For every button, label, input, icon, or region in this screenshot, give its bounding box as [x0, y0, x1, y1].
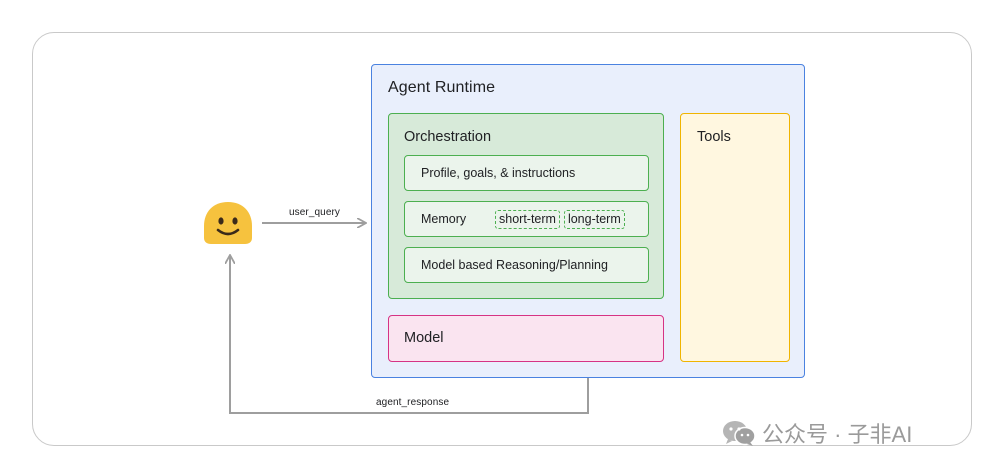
tools-box: Tools [680, 113, 790, 362]
long-term-tag: long-term [563, 209, 625, 229]
user-query-label: user_query [289, 207, 341, 218]
orchestration-box: Orchestration Profile, goals, & instruct… [388, 113, 664, 299]
agent-runtime-box: Agent Runtime Orchestration Profile, goa… [371, 64, 805, 378]
watermark-text: 公众号 · 子非AI [762, 422, 913, 447]
profile-goals-box: Profile, goals, & instructions [404, 155, 649, 191]
agent-response-arrow [230, 256, 589, 414]
reasoning-planning-box: Model based Reasoning/Planning [404, 247, 649, 283]
agent-runtime-title: Agent Runtime [388, 79, 496, 96]
model-title: Model [404, 330, 444, 346]
agent-response-label: agent_response [376, 397, 450, 408]
tools-title: Tools [697, 129, 731, 145]
model-box: Model [388, 315, 664, 362]
smiley-face-icon [204, 202, 252, 244]
profile-goals-label: Profile, goals, & instructions [421, 166, 576, 180]
watermark: 公众号 · 子非AI [722, 417, 912, 449]
reasoning-planning-label: Model based Reasoning/Planning [421, 258, 608, 272]
memory-box: Memory short-term long-term [404, 201, 649, 237]
wechat-icon [723, 421, 756, 446]
orchestration-title: Orchestration [404, 129, 492, 145]
short-term-tag: short-term [495, 209, 560, 229]
memory-label: Memory [421, 212, 467, 226]
